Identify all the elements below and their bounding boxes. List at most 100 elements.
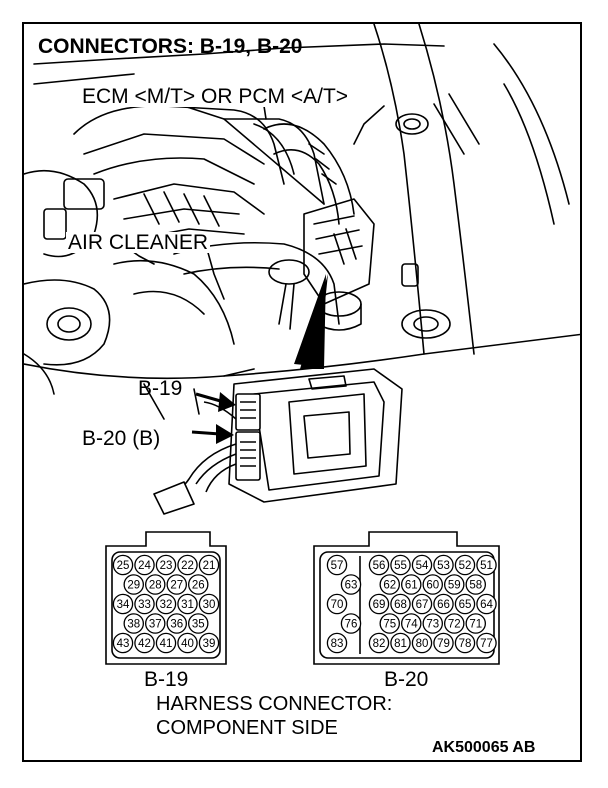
air-cleaner-callout: AIR CLEANER [66, 231, 211, 254]
svg-text:79: 79 [437, 638, 450, 650]
connector-pin: 71 [465, 613, 486, 634]
connector-pin: 70 [326, 593, 348, 615]
connector-pin: 72 [443, 613, 465, 634]
svg-text:60: 60 [426, 580, 439, 592]
svg-text:74: 74 [405, 619, 418, 631]
connector-pin: 38 [123, 613, 145, 634]
svg-text:75: 75 [383, 619, 396, 631]
svg-text:59: 59 [448, 580, 461, 592]
svg-text:21: 21 [203, 560, 216, 572]
connector-pin: 23 [155, 554, 177, 576]
svg-text:25: 25 [117, 560, 130, 572]
svg-text:69: 69 [373, 599, 386, 611]
svg-text:82: 82 [373, 638, 386, 650]
connector-pin: 35 [187, 613, 209, 634]
connector-pin: 24 [134, 554, 155, 576]
svg-text:27: 27 [170, 580, 183, 592]
page-title: CONNECTORS: B-19, B-20 [38, 35, 303, 58]
figure-code: AK500065 AB [432, 739, 536, 756]
connector-pin: 37 [145, 613, 166, 634]
svg-text:41: 41 [160, 638, 173, 650]
svg-text:73: 73 [426, 619, 439, 631]
b19-connector-label: B-19 [144, 668, 189, 691]
svg-text:52: 52 [459, 560, 472, 572]
svg-text:35: 35 [192, 619, 205, 631]
connector-pin: 31 [177, 593, 198, 615]
connector-pin: 30 [198, 593, 220, 615]
svg-text:78: 78 [459, 638, 472, 650]
connector-pin: 68 [390, 593, 411, 615]
connector-pin: 42 [134, 632, 155, 654]
svg-text:42: 42 [138, 638, 151, 650]
svg-text:26: 26 [192, 580, 205, 592]
connector-pin: 63 [340, 574, 362, 595]
connector-pin: 26 [187, 574, 209, 595]
engine-bay-illustration: 2524232221292827263433323130383736354342… [24, 24, 580, 665]
svg-text:36: 36 [170, 619, 183, 631]
connector-pin: 74 [400, 613, 422, 634]
connector-pin: 29 [123, 574, 145, 595]
connector-pin: 73 [422, 613, 443, 634]
connector-pin: 21 [198, 554, 220, 576]
connector-pin: 82 [368, 632, 390, 654]
connector-pin: 40 [177, 632, 198, 654]
svg-text:53: 53 [437, 560, 450, 572]
connector-pin: 66 [433, 593, 454, 615]
svg-text:80: 80 [416, 638, 429, 650]
b20-callout: B-20 (B) [82, 427, 161, 450]
svg-text:40: 40 [181, 638, 194, 650]
svg-text:23: 23 [160, 560, 173, 572]
connector-pin: 76 [340, 613, 362, 634]
connector-pin: 60 [422, 574, 443, 595]
connector-pin: 65 [454, 593, 476, 615]
connector-pin: 58 [465, 574, 486, 595]
connector-pin: 81 [390, 632, 411, 654]
connector-pin: 78 [454, 632, 476, 654]
svg-text:24: 24 [138, 560, 151, 572]
b20-connector-label: B-20 [384, 668, 429, 691]
connector-pin: 27 [166, 574, 187, 595]
connector-pin: 61 [400, 574, 422, 595]
svg-text:57: 57 [331, 560, 344, 572]
connector-pin: 39 [198, 632, 220, 654]
connector-pin: 34 [112, 593, 134, 615]
connector-pin: 53 [433, 554, 454, 576]
svg-text:56: 56 [373, 560, 386, 572]
ecm-pcm-callout: ECM <M/T> OR PCM <A/T> [80, 85, 351, 108]
svg-text:37: 37 [149, 619, 162, 631]
connector-pin: 80 [411, 632, 433, 654]
svg-text:83: 83 [331, 638, 344, 650]
harness-connector-note: HARNESS CONNECTOR: [156, 693, 393, 715]
svg-text:64: 64 [480, 599, 493, 611]
svg-text:72: 72 [448, 619, 461, 631]
svg-text:66: 66 [437, 599, 450, 611]
connector-pin: 67 [411, 593, 433, 615]
svg-text:62: 62 [383, 580, 396, 592]
svg-text:67: 67 [416, 599, 429, 611]
svg-text:68: 68 [394, 599, 407, 611]
svg-text:22: 22 [181, 560, 194, 572]
svg-text:58: 58 [469, 580, 482, 592]
svg-text:55: 55 [394, 560, 407, 572]
connector-pin: 79 [433, 632, 454, 654]
connector-pin: 83 [326, 632, 348, 654]
svg-text:54: 54 [416, 560, 429, 572]
connector-pin: 59 [443, 574, 465, 595]
connector-pin: 62 [379, 574, 400, 595]
svg-text:29: 29 [127, 580, 140, 592]
svg-text:81: 81 [394, 638, 407, 650]
connector-pin: 28 [145, 574, 166, 595]
connector-pin: 54 [411, 554, 433, 576]
connector-pin: 43 [112, 632, 134, 654]
b19-callout: B-19 [138, 377, 183, 400]
svg-text:70: 70 [331, 599, 344, 611]
svg-text:76: 76 [345, 619, 358, 631]
svg-text:43: 43 [117, 638, 130, 650]
svg-text:33: 33 [138, 599, 151, 611]
connector-pin: 33 [134, 593, 155, 615]
connector-pin: 55 [390, 554, 411, 576]
connector-pin: 41 [155, 632, 177, 654]
svg-text:77: 77 [480, 638, 493, 650]
